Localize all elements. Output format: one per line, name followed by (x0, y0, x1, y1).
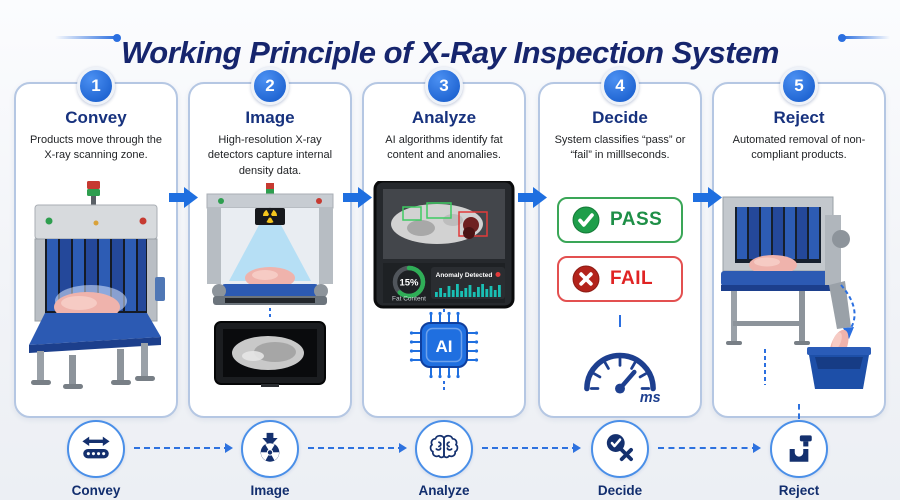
speedometer-icon: ms (584, 352, 661, 404)
fat-gauge-arc (392, 265, 426, 299)
step-number-badge: 5 (780, 67, 818, 105)
step-description: System classifies “pass” or “fail” in mi… (554, 134, 686, 162)
step-card-reject: 5 Reject Automated removal of non-compli… (712, 67, 886, 418)
step-description: Products move through the X-ray scanning… (29, 134, 163, 162)
check-x-icon (606, 434, 633, 462)
reject-bin (807, 347, 871, 355)
speedometer-unit: ms (640, 390, 661, 404)
dashed-connector (619, 315, 621, 327)
xray-machine-illustration (16, 181, 176, 416)
footer-flow-connector (308, 443, 407, 453)
fail-badge: FAIL (557, 256, 683, 302)
footer-step-reject (770, 420, 828, 478)
anomaly-label: Anomaly Detected (436, 272, 493, 279)
decision-illustration: PASS FAIL ms (557, 197, 683, 404)
anomaly-alert-dot (495, 272, 501, 277)
footer-label-convey: Convey (71, 483, 121, 498)
fail-label: FAIL (610, 268, 654, 289)
step-number-badge: 2 (251, 67, 289, 105)
step-number-badge: 4 (601, 67, 639, 105)
page-title: Working Principle of X-Ray Inspection Sy… (121, 34, 779, 70)
step-title: Reject (773, 108, 825, 127)
dashed-connector (798, 404, 800, 419)
step-title: Analyze (411, 108, 477, 127)
x-circle-icon (572, 265, 600, 293)
footer-flow-connector (482, 443, 581, 453)
xray-machine-graphic (29, 181, 165, 389)
footer-label-decide: Decide (597, 483, 643, 498)
check-circle-icon (572, 206, 600, 234)
step-title: Convey (65, 108, 127, 127)
step-title: Decide (592, 108, 648, 127)
header-line-right (838, 33, 890, 42)
step-description: AI algorithms identify fat content and a… (385, 134, 503, 162)
step-card-image: 2 Image High-resolution X-ray detectors … (188, 67, 352, 418)
step-card-decide: 4 Decide System classifies “pass” or “fa… (538, 67, 702, 418)
flow-arrow-icon (169, 187, 198, 208)
step-title: Image (245, 108, 295, 127)
header-line-left (55, 33, 121, 42)
step-description: Automated removal of non-compliant produ… (732, 134, 866, 162)
radiation-icon (260, 432, 280, 462)
footer-step-image (241, 420, 299, 478)
footer-flow-connector (658, 443, 761, 453)
step-card-convey: 1 Convey Products move through the X-ray… (14, 67, 178, 418)
ai-chip-label: AI (436, 337, 453, 356)
footer-label-image: Image (250, 483, 290, 498)
footer-label-analyze: Analyze (418, 483, 470, 498)
robot-arm-bin-icon (789, 435, 812, 462)
step-number-badge: 1 (77, 67, 115, 105)
footer-step-analyze (415, 420, 473, 478)
conveyor-icon (82, 436, 110, 459)
analysis-monitor-graphic: 15% Fat Content Anomaly Detected (373, 181, 515, 390)
fat-gauge-value: 15% (399, 278, 419, 289)
chip-pins (413, 315, 475, 375)
xray-detector-illustration (190, 181, 350, 416)
brain-icon (429, 434, 459, 459)
radiation-symbol-icon (261, 207, 279, 223)
histogram-bars (435, 284, 501, 297)
flow-arrow-icon (343, 187, 372, 208)
step-description: High-resolution X-ray detectors capture … (207, 134, 333, 177)
analysis-monitor-illustration: 15% Fat Content Anomaly Detected (364, 181, 524, 416)
footer-step-decide (591, 420, 649, 478)
pass-badge: PASS (557, 197, 683, 243)
ai-chip-icon (420, 322, 468, 368)
footer-step-convey (67, 420, 125, 478)
flow-arrow-icon (518, 187, 547, 208)
reject-machine-graphic (721, 196, 871, 389)
step-card-analyze: 3 Analyze AI algorithms identify fat con… (362, 67, 526, 418)
pass-label: PASS (610, 209, 663, 230)
footer-flow-connector (134, 443, 233, 453)
reject-machine-illustration (714, 181, 884, 416)
fat-gauge-label: Fat Content (392, 296, 426, 303)
step-number-badge: 3 (425, 67, 463, 105)
xray-beam-graphic (206, 183, 334, 387)
footer-label-reject: Reject (778, 483, 820, 498)
flow-arrow-icon (693, 187, 722, 208)
